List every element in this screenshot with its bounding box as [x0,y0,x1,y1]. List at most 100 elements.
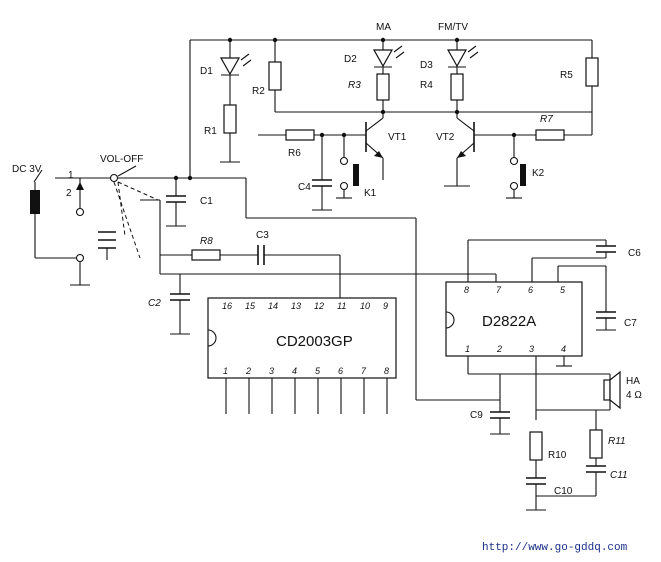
cd2003gp-top-pin-label: 15 [245,301,256,311]
d1-led [219,40,252,105]
label-d2: D2 [344,54,357,65]
label-fmtv: FM/TV [438,22,468,33]
vol-off-switch [109,165,193,259]
footer-url: http://www.go-gddq.com [482,542,628,554]
label-r8: R8 [200,236,213,247]
label-c3: C3 [256,230,269,241]
supply-wire [190,177,500,401]
cd2003gp-bottom-pin-label: 6 [338,366,343,376]
label-r11: R11 [608,436,626,447]
cd2003gp-bottom-pin-label: 3 [269,366,274,376]
label-r6: R6 [288,148,301,159]
r1-resistor [220,104,240,163]
c3-capacitor [257,245,341,298]
label-k1: K1 [364,188,377,199]
d2822a-bottom-pin-label: 4 [561,344,566,354]
k1-switch [336,135,359,199]
label-c1: C1 [200,196,213,207]
label-d1: D1 [200,66,213,77]
d3-led [446,40,479,68]
label-r4: R4 [420,80,433,91]
label-r3: R3 [348,80,361,91]
c4-capacitor [312,135,332,211]
cd2003gp-top-pin-label: 9 [383,301,388,311]
d2822a-top-pin-label: 6 [528,285,533,295]
c7-capacitor [557,265,616,331]
label-c11: C11 [610,470,628,481]
ic-cd2003gp-name: CD2003GP [276,333,353,350]
label-r7: R7 [540,114,553,125]
cd2003gp-bottom-pin-label: 8 [384,366,389,376]
label-c7: C7 [624,318,637,329]
d2822a-bottom-pin-label: 1 [465,344,470,354]
d2822a-top-pin-label: 7 [496,285,502,295]
label-r5: R5 [560,70,573,81]
top-rail [189,37,592,178]
c6-capacitor [531,240,616,282]
c10-capacitor [526,477,546,511]
c2-capacitor [159,255,190,335]
d2-led [372,40,405,68]
label-c10: C10 [554,486,573,497]
vt1-transistor [365,117,384,180]
label-r2: R2 [252,86,265,97]
output-network [467,356,611,420]
power-jack [55,177,110,286]
cd2003gp-top-pin-label: 14 [268,301,278,311]
d2822a-top-pin-label: 8 [464,285,469,295]
cd2003gp-top-pin-label: 13 [291,301,301,311]
cd2003gp-bottom-pin-label: 5 [315,366,321,376]
c1-capacitor [166,178,186,227]
label-c9: C9 [470,410,483,421]
label-vt1: VT1 [388,132,407,143]
r4-resistor [450,67,464,118]
r3-resistor [376,67,390,118]
label-ha: HA [626,376,640,387]
label-c6: C6 [628,248,641,259]
c9-capacitor [490,374,510,435]
cd2003gp-bottom-pin-label: 7 [361,366,367,376]
label-pin1: 1 [68,170,74,181]
r5-resistor [585,40,599,112]
d2822a-top-pin-label: 5 [560,285,566,295]
d2822a-bottom-pin-label: 2 [496,344,502,354]
r8-resistor [140,199,258,261]
r10-resistor [529,431,543,478]
label-power: DC 3V [12,164,42,175]
label-pin2: 2 [66,188,72,199]
ic-d2822a [445,281,583,357]
label-c2: C2 [148,298,161,309]
label-ha-ohm: 4 Ω [626,390,642,401]
label-vt2: VT2 [436,132,455,143]
ic-d2822a-pins: 8 7 6 5 1 2 3 4 [464,285,566,354]
ic-d2822a-name: D2822A [482,313,536,330]
label-c4: C4 [298,182,311,193]
ic-cd2003gp [207,297,397,379]
d2822a-bottom-pin-label: 3 [529,344,534,354]
r6-resistor [258,129,366,141]
amp-input-wire [180,239,606,282]
c11-capacitor [536,465,606,497]
cd2003gp-top-pin-label: 16 [222,301,232,311]
k2-switch [506,135,526,199]
cd2003gp-bottom-pin-label: 2 [245,366,251,376]
cd2003gp-top-pin-label: 10 [360,301,370,311]
vt2-transistor [444,117,475,187]
cd2003gp-top-pin-label: 12 [314,301,324,311]
r7-resistor [474,112,593,141]
label-ma: MA [376,22,391,33]
label-r1: R1 [204,126,217,137]
cd2003gp-bottom-pin-label: 4 [292,366,297,376]
r2-resistor [268,40,592,115]
volume-potentiometer [98,231,116,260]
r11-resistor [589,410,603,466]
speaker-icon [603,370,621,410]
battery-dc-3v [30,169,80,259]
cd2003gp-top-pin-label: 11 [337,301,346,311]
cd2003gp-bottom-pin-label: 1 [223,366,228,376]
label-d3: D3 [420,60,433,71]
label-r10: R10 [548,450,567,461]
label-k2: K2 [532,168,545,179]
